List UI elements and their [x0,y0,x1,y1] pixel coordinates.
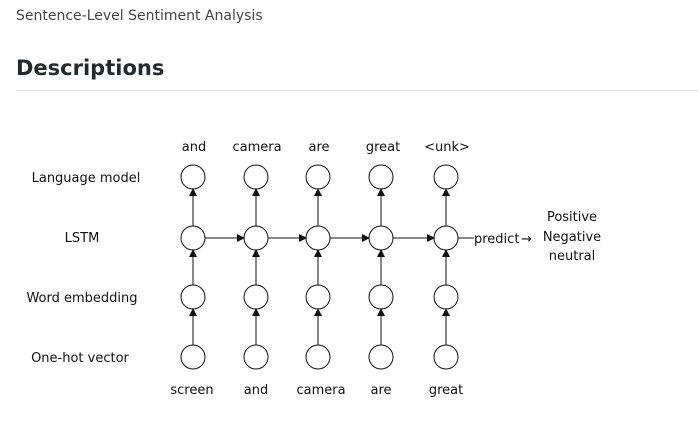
lstm-node [305,225,331,251]
one-hot-node [368,344,394,370]
embedding-node [305,284,331,310]
input-word: great [429,383,463,398]
class-label-negative: Negative [543,230,601,245]
row-label-one-hot-vector: One-hot vector [31,351,129,366]
lstm-node [368,225,394,251]
output-word: are [308,140,329,155]
input-word: are [370,383,391,398]
lstm-node [433,225,459,251]
lstm-node [243,225,269,251]
input-word: screen [170,383,213,398]
embedding-node [180,284,206,310]
language-model-node [433,164,459,190]
language-model-node [305,164,331,190]
column-2 [243,164,269,370]
language-model-node [368,164,394,190]
input-word: camera [296,383,345,398]
one-hot-node [433,344,459,370]
class-label-neutral: neutral [549,249,596,264]
column-5 [433,164,459,370]
output-word: great [366,140,400,155]
output-word: <unk> [424,140,470,155]
column-3 [305,164,331,370]
one-hot-node [305,344,331,370]
input-word: and [244,383,268,398]
one-hot-node [243,344,269,370]
row-label-language-model: Language model [32,171,141,186]
column-1 [180,164,206,370]
column-4 [368,164,394,370]
predict-label: predict [474,232,519,247]
class-label-positive: Positive [547,210,597,225]
output-word: camera [232,140,281,155]
language-model-node [243,164,269,190]
language-model-node [180,164,206,190]
row-label-word-embedding: Word embedding [26,291,137,306]
breadcrumb: Sentence-Level Sentiment Analysis [16,8,263,24]
lstm-node [180,225,206,251]
page-title: Descriptions [16,56,165,80]
embedding-node [243,284,269,310]
row-label-lstm: LSTM [65,231,100,246]
embedding-node [368,284,394,310]
title-divider [16,90,698,91]
output-word: and [182,140,206,155]
predict-arrow: → [521,232,532,247]
one-hot-node [180,344,206,370]
embedding-node [433,284,459,310]
